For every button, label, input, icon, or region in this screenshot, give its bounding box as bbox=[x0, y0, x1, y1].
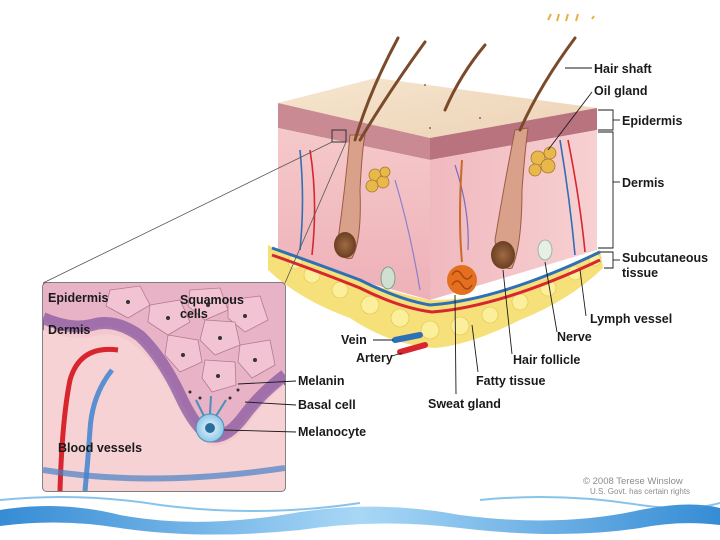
label-hair-follicle: Hair follicle bbox=[513, 353, 580, 367]
inset-label-blood-vessels: Blood vessels bbox=[58, 441, 142, 455]
credit-line-2: U.S. Govt. has certain rights bbox=[590, 487, 690, 496]
label-vein: Vein bbox=[341, 333, 367, 347]
inset-panel: Epidermis Dermis Squamous cells Blood ve… bbox=[43, 283, 285, 491]
label-sweat-gland: Sweat gland bbox=[428, 397, 501, 411]
skin-block bbox=[268, 38, 603, 348]
inset-label-squamous-1: Squamous bbox=[180, 293, 244, 307]
label-nerve: Nerve bbox=[557, 330, 592, 344]
label-subcutaneous-2: tissue bbox=[622, 266, 658, 280]
label-epidermis: Epidermis bbox=[622, 114, 682, 128]
label-artery: Artery bbox=[356, 351, 393, 365]
label-fatty-tissue: Fatty tissue bbox=[476, 374, 546, 388]
label-melanin: Melanin bbox=[298, 374, 345, 388]
label-hair-shaft: Hair shaft bbox=[594, 62, 652, 76]
inset-label-epidermis: Epidermis bbox=[48, 291, 108, 305]
copyright-credit: © 2008 Terese Winslow U.S. Govt. has cer… bbox=[583, 476, 690, 496]
inset-label-squamous-2: cells bbox=[180, 307, 208, 321]
label-subcutaneous-1: Subcutaneous bbox=[622, 251, 708, 265]
inset-label-dermis: Dermis bbox=[48, 323, 90, 337]
label-basal-cell: Basal cell bbox=[298, 398, 356, 412]
label-dermis: Dermis bbox=[622, 176, 664, 190]
bottom-wave-decoration bbox=[0, 497, 720, 535]
credit-line-1: © 2008 Terese Winslow bbox=[583, 476, 683, 487]
label-oil-gland: Oil gland bbox=[594, 84, 647, 98]
label-melanocyte: Melanocyte bbox=[298, 425, 366, 439]
label-lymph-vessel: Lymph vessel bbox=[590, 312, 672, 326]
decorative-marks bbox=[548, 14, 594, 21]
